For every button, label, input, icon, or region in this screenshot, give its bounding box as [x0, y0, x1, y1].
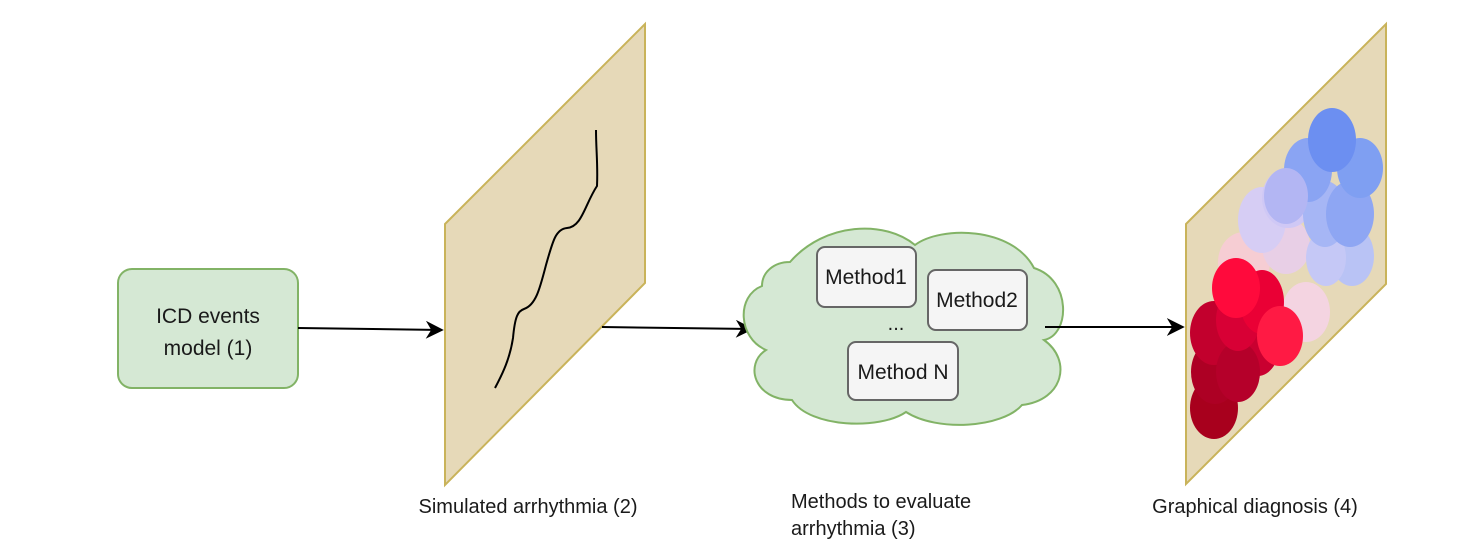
graphical-diagnosis-panel[interactable] [1185, 21, 1387, 487]
method2-box[interactable]: Method2 [927, 269, 1028, 331]
icd-model-label-line1: ICD events [156, 305, 260, 328]
simulated-arrhythmia-caption: Simulated arrhythmia (2) [419, 496, 638, 518]
icd-model-node[interactable]: ICD events model (1) [117, 268, 299, 389]
arrow-simulation-to-methods [601, 319, 754, 338]
arrhythmia-signal-trace [494, 129, 599, 389]
diagnosis-clusters [1190, 108, 1383, 439]
methods-ellipsis: ... [888, 313, 905, 335]
methods-caption-line1: Methods to evaluate [791, 491, 971, 513]
simulated-arrhythmia-panel[interactable] [444, 21, 646, 488]
graphical-diagnosis-caption: Graphical diagnosis (4) [1152, 496, 1358, 518]
methodn-box[interactable]: Method N [847, 341, 959, 401]
methods-cloud[interactable]: Method1 Method2 ... Method N [742, 227, 1064, 426]
method1-box[interactable]: Method1 [816, 246, 917, 308]
method2-label: Method2 [936, 289, 1018, 312]
icd-model-label-line2: model (1) [164, 337, 253, 360]
methodn-label: Method N [857, 361, 948, 384]
methods-caption-line2: arrhythmia (3) [791, 518, 915, 540]
arrow-model-to-simulation [297, 320, 444, 339]
method1-label: Method1 [825, 266, 907, 289]
